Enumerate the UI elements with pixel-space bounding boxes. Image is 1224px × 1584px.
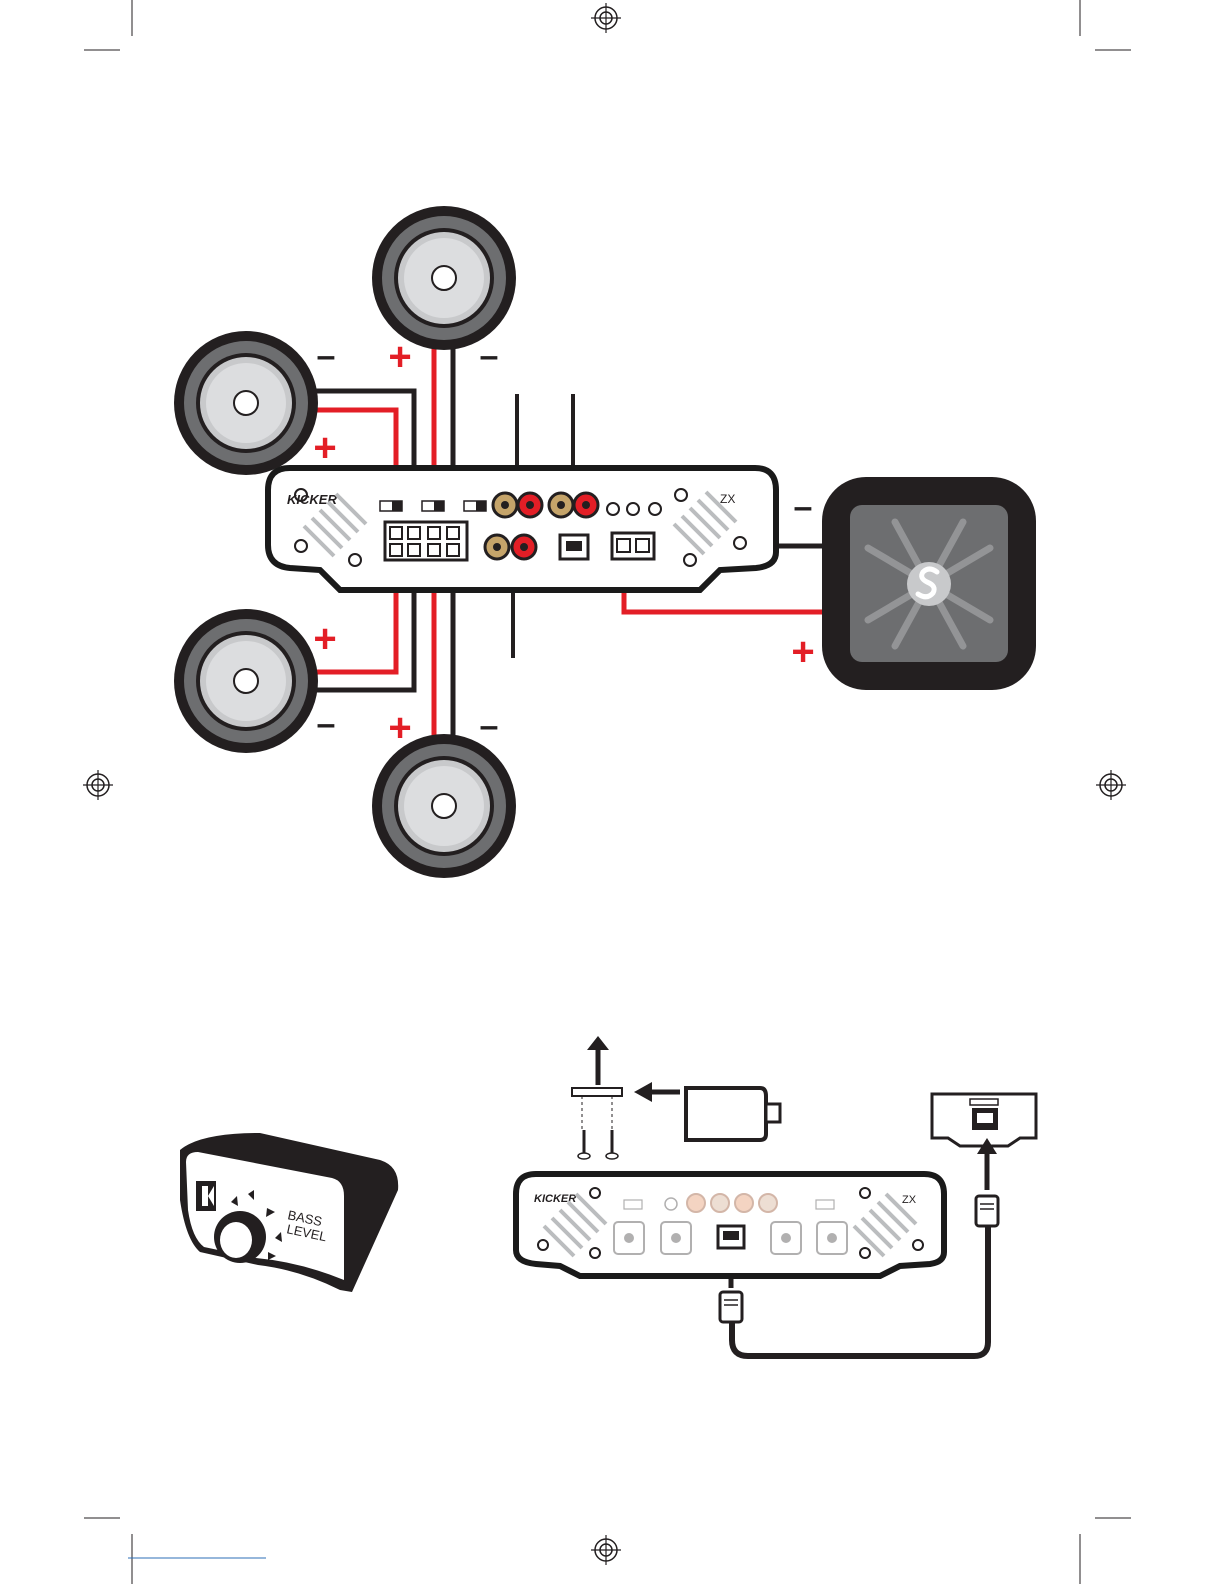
- kicker-k-logo-icon: [196, 1181, 216, 1211]
- screw-icon: [578, 1130, 590, 1159]
- speaker-front-bottom: [372, 734, 516, 878]
- screw-icon: [606, 1130, 618, 1159]
- svg-text:+: +: [388, 335, 411, 379]
- registration-mark-bottom: [591, 1535, 621, 1565]
- svg-text:+: +: [388, 706, 411, 750]
- speaker-lower-left: [174, 609, 318, 753]
- svg-text:+: +: [313, 617, 336, 661]
- mounting-hardware: [572, 1036, 780, 1159]
- amp-model-top: ZX: [720, 492, 735, 506]
- svg-text:+: +: [791, 630, 814, 674]
- remote-housing-icon: [686, 1088, 766, 1140]
- registration-mark-right: [1096, 770, 1126, 800]
- svg-text:–: –: [480, 707, 499, 745]
- remote-port-bracket: [932, 1094, 1036, 1146]
- mounting-bracket: [572, 1088, 622, 1096]
- svg-text:–: –: [317, 705, 336, 743]
- speaker-front-top: [372, 206, 516, 350]
- amplifier-top: KICKER ZX: [268, 468, 776, 590]
- subwoofer-square: [822, 477, 1036, 690]
- modular-plug-icon: [720, 1292, 742, 1322]
- crop-marks: [84, 0, 1131, 1584]
- svg-text:–: –: [480, 337, 499, 375]
- modular-plug-icon: [976, 1196, 998, 1226]
- svg-text:+: +: [313, 426, 336, 470]
- amp-model-bottom: ZX: [902, 1194, 917, 1206]
- registration-mark-top: [591, 3, 621, 33]
- svg-text:–: –: [794, 488, 813, 526]
- speaker-upper-left: [174, 331, 318, 475]
- svg-text:–: –: [317, 337, 336, 375]
- bass-level-remote: BASS LEVEL: [180, 1133, 398, 1292]
- amplifier-bottom: KICKER ZX: [516, 1174, 944, 1276]
- registration-mark-left: [83, 770, 113, 800]
